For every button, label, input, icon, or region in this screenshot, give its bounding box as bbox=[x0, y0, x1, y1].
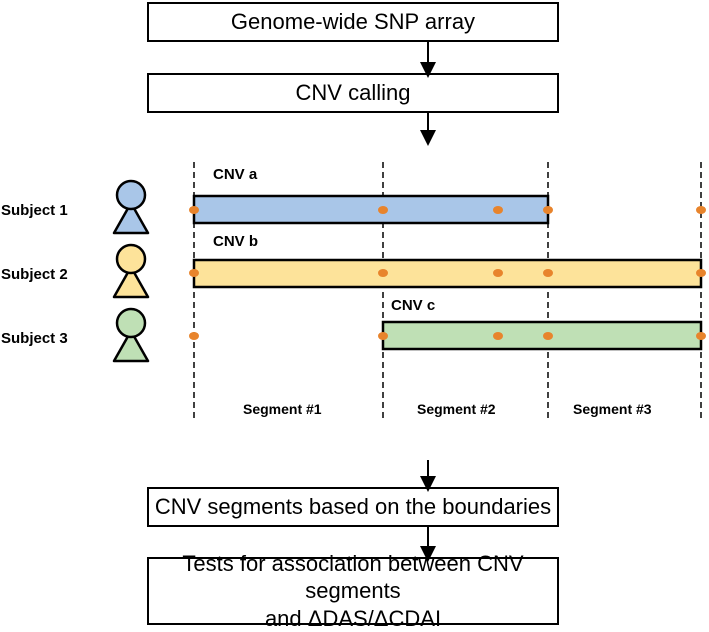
snp-dot bbox=[543, 269, 553, 277]
snp-dot bbox=[189, 332, 199, 340]
cnv-calling-box: CNV calling bbox=[147, 73, 559, 113]
segment-1-label: Segment #1 bbox=[243, 401, 322, 417]
snp-dot bbox=[493, 206, 503, 214]
cnv-calling-label: CNV calling bbox=[295, 80, 411, 106]
snp-dot bbox=[378, 332, 388, 340]
snp-dot bbox=[696, 332, 706, 340]
subject-3-label: Subject 3 bbox=[1, 330, 68, 347]
cnv-b-label: CNV b bbox=[213, 233, 258, 250]
association-tests-line1: Tests for association between CNV segmen… bbox=[182, 550, 524, 604]
cnv-a-label: CNV a bbox=[213, 166, 258, 183]
snp-dot bbox=[543, 332, 553, 340]
subject-1-label: Subject 1 bbox=[1, 202, 68, 219]
snp-dot bbox=[378, 206, 388, 214]
cnv-b-bar bbox=[192, 258, 703, 289]
cnv-segments-box: CNV segments based on the boundaries bbox=[147, 487, 559, 527]
segment-2-label: Segment #2 bbox=[417, 401, 496, 417]
person-icon-subject-2 bbox=[112, 243, 150, 299]
snp-dot bbox=[378, 269, 388, 277]
association-tests-box: Tests for association between CNV segmen… bbox=[147, 551, 559, 631]
snp-dot bbox=[493, 332, 503, 340]
snp-array-label: Genome-wide SNP array bbox=[230, 9, 476, 35]
segment-3-label: Segment #3 bbox=[573, 401, 652, 417]
person-icon-subject-3 bbox=[112, 307, 150, 363]
snp-dot bbox=[189, 269, 199, 277]
person-icon-subject-1 bbox=[112, 179, 150, 235]
cnv-c-label: CNV c bbox=[391, 297, 436, 314]
snp-array-box: Genome-wide SNP array bbox=[147, 2, 559, 42]
snp-dot bbox=[543, 206, 553, 214]
association-tests-line2: and ΔDAS/ΔCDAI bbox=[264, 605, 442, 631]
snp-dot bbox=[696, 269, 706, 277]
subject-2-label: Subject 2 bbox=[1, 266, 68, 283]
cnv-segments-label: CNV segments based on the boundaries bbox=[154, 494, 552, 520]
snp-dot bbox=[493, 269, 503, 277]
snp-dot bbox=[696, 206, 706, 214]
snp-dot bbox=[189, 206, 199, 214]
cnv-c-bar bbox=[381, 320, 703, 351]
